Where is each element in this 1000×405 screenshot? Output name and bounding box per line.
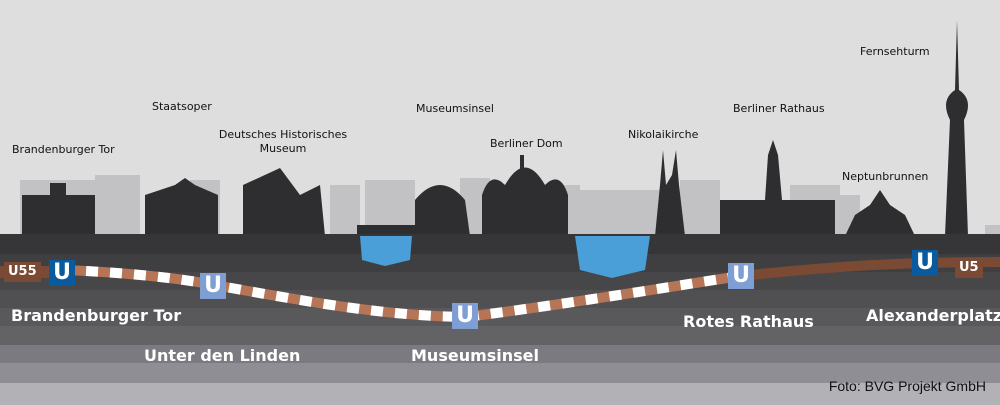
station-label: Museumsinsel: [411, 346, 540, 365]
landmark-label: Nikolaikirche: [628, 128, 699, 141]
u-bahn-icon-rotes-rathaus: U: [728, 263, 754, 289]
new-track-dashes: [61, 265, 741, 323]
u5-existing-track: [739, 257, 1000, 281]
u-bahn-icon-brandenburger-tor: U: [49, 260, 75, 286]
landmark-label: Berliner Dom: [490, 137, 563, 150]
u-bahn-icon-unter-den-linden: U: [200, 273, 226, 299]
landmark-label: Neptunbrunnen: [842, 170, 929, 183]
line-tag-u5: U5: [955, 258, 983, 278]
spree-water-east: [575, 236, 650, 278]
photo-credit: Foto: BVG Projekt GmbH: [828, 378, 986, 394]
spree-water-west: [360, 236, 412, 266]
landmark-label: Museumsinsel: [416, 102, 494, 115]
landmark-silhouettes: [22, 20, 968, 236]
landmark-label: Fernsehturm: [860, 45, 930, 58]
landmark-label: Berliner Rathaus: [733, 102, 825, 115]
line-tag-u55: U55: [4, 262, 41, 282]
u-bahn-icon-museumsinsel: U: [452, 303, 478, 329]
station-label: Alexanderplatz: [866, 306, 1000, 325]
station-label: Rotes Rathaus: [683, 312, 814, 331]
landmark-label: Deutsches Historisches Museum: [218, 128, 348, 155]
landmark-label: Brandenburger Tor: [12, 143, 115, 156]
landmark-label: Staatsoper: [152, 100, 212, 113]
station-label: Brandenburger Tor: [11, 306, 182, 325]
station-label: Unter den Linden: [144, 346, 301, 365]
u-bahn-icon-alexanderplatz: U: [912, 250, 938, 276]
